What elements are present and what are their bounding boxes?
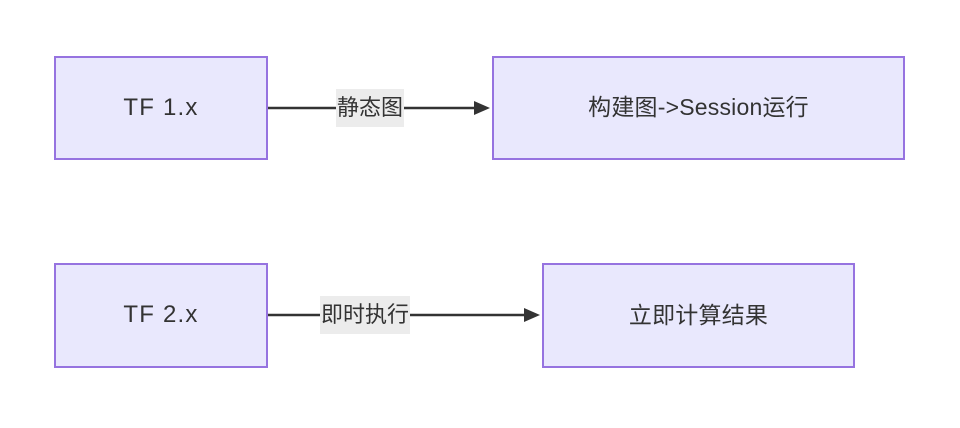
edge-tf-1x-to-graph[interactable]: 静态图 bbox=[268, 89, 492, 127]
node-immediate-result-label: 立即计算结果 bbox=[628, 301, 769, 328]
node-tf-2x-label: TF 2.x bbox=[123, 301, 199, 329]
node-tf-2x[interactable]: TF 2.x bbox=[54, 263, 268, 368]
edge-label-static-graph: 静态图 bbox=[336, 89, 405, 127]
node-immediate-result[interactable]: 立即计算结果 bbox=[542, 263, 855, 368]
edge-tf-2x-to-result[interactable]: 即时执行 bbox=[268, 296, 542, 334]
node-build-graph-session-run-label: 构建图->Session运行 bbox=[588, 94, 809, 121]
node-tf-1x-label: TF 1.x bbox=[123, 93, 199, 121]
edge-label-eager-execution: 即时执行 bbox=[320, 296, 411, 334]
node-build-graph-session-run[interactable]: 构建图->Session运行 bbox=[492, 56, 905, 160]
node-tf-1x[interactable]: TF 1.x bbox=[54, 56, 268, 160]
